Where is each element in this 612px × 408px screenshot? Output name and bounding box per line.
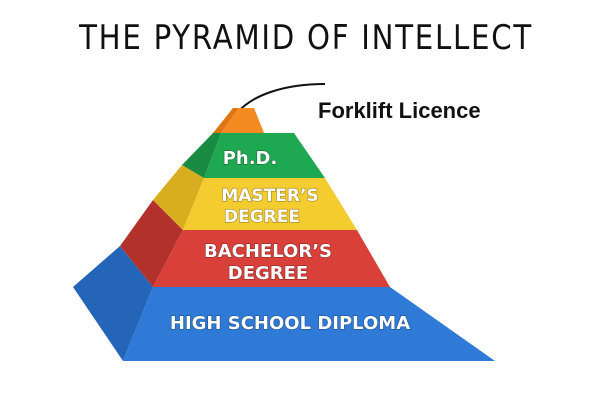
tier-high-school-side [73,246,153,361]
tier-phd-side [182,133,221,178]
tier-masters-label-line1: MASTER’S [221,186,318,206]
tier-masters-front [183,178,357,230]
tier-bachelors-front [153,230,390,287]
tier-high-school-front [123,287,495,361]
tier-bachelors-side [120,200,183,287]
tier-top-front [221,108,264,133]
page-title: THE PYRAMID OF INTELLECT [79,18,533,58]
tier-phd-label: Ph.D. [223,148,278,169]
callout-pointer-line [237,83,326,113]
tier-bachelors-label-line1: BACHELOR’S [204,241,332,262]
tier-top-side [213,108,239,133]
tier-bachelors-label-line2: DEGREE [228,263,308,284]
tier-phd-front [204,133,325,178]
callout-label: Forklift Licence [318,98,481,123]
tier-masters-side [153,165,204,230]
tier-high-school-label: HIGH SCHOOL DIPLOMA [170,313,410,334]
tier-masters-label-line2: DEGREE [224,207,300,227]
